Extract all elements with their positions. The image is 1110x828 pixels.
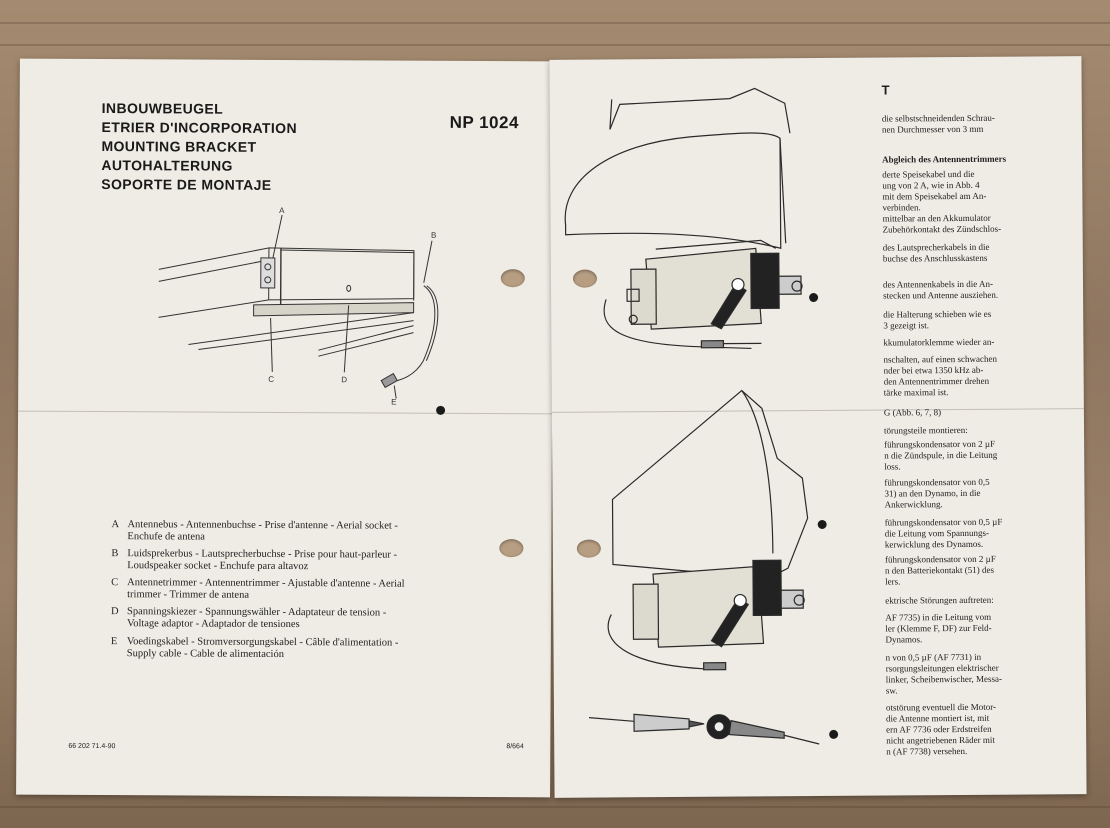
text-line: ektrische Störungen auftreten: [885, 594, 994, 606]
figure-3-installation [607, 389, 809, 671]
text-line: ung von 2 A, wie in Abb. 4 [882, 179, 980, 191]
legend-item-b: B Luidsprekerbus - Lautsprecherbuchse - … [111, 548, 398, 573]
text-line: nen Durchmesser von 3 mm [881, 123, 984, 135]
text-line: Ankerwicklung. [884, 499, 943, 510]
text-line: führungskondensator von 0,5 [884, 476, 990, 488]
legend-item-c: C Antennetrimmer - Antennentrimmer - Aju… [111, 577, 405, 601]
text-line: linker, Scheibenwischer, Messa- [885, 673, 1003, 685]
callout-e: E [391, 397, 397, 407]
text-line: des Lautsprecherkabels in die [882, 241, 990, 253]
text-line: führungskondensator von 0,5 µF [884, 516, 1003, 528]
text-line: stecken und Antenne ausziehen. [883, 289, 999, 301]
legend-item-d: D Spanningskiezer - Spannungswähler - Ad… [111, 606, 387, 631]
text-line: 31) an den Dynamo, in die [884, 487, 981, 499]
callout-c: C [268, 374, 275, 384]
text-line: törungsteile montieren: [883, 424, 968, 436]
text-line: die Halterung schieben wie es [883, 308, 992, 320]
text-line: derte Speisekabel und die [882, 168, 975, 180]
text-line: sw. [885, 685, 898, 696]
text-line: die selbstschneidenden Schrau- [881, 112, 995, 124]
left-page: INBOUWBEUGEL ETRIER D'INCORPORATION MOUN… [16, 58, 554, 798]
right-text-column: die selbstschneidenden Schrau-nen Durchm… [881, 56, 1086, 757]
text-line: n (AF 7738) versehen. [886, 745, 968, 757]
text-line: den Antennentrimmer drehen [883, 375, 990, 387]
text-line: führungskondensator von 2 µF [884, 553, 996, 565]
punch-hole [499, 539, 524, 558]
text-line: lers. [885, 576, 901, 587]
text-line: ern AF 7736 oder Erdstreifen [886, 723, 992, 735]
figure-number-4 [829, 729, 839, 739]
text-line: buchse des Anschlusskastens [882, 252, 988, 264]
text-line: tärke maximal ist. [883, 387, 949, 398]
figure-number-2 [809, 292, 819, 303]
text-line: 3 gezeigt ist. [883, 320, 930, 331]
text-line: die Leitung vom Spannungs- [884, 527, 990, 539]
figure-4-connectors [588, 713, 820, 745]
text-line: mit dem Speisekabel am An- [882, 190, 987, 202]
callout-a: A [279, 205, 285, 215]
text-line: kkumulatorklemme wieder an- [883, 336, 995, 348]
text-line: des Antennenkabels in die An- [882, 278, 994, 290]
callout-d: D [341, 375, 348, 385]
text-line: verbinden. [882, 202, 921, 213]
footer-code: 66 202 71.4-90 [68, 742, 116, 751]
text-line: mittelbar an den Akkumulator [882, 212, 991, 224]
text-line: Zubehörkontakt des Zündschlos- [882, 223, 1002, 235]
text-line: kerwicklung des Dynamos. [884, 538, 984, 550]
text-line: führungskondensator von 2 µF [884, 438, 996, 450]
text-line: ler (Klemme F, DF) zur Feld- [885, 622, 992, 634]
text-line: die Antenne montiert ist, mit [886, 712, 990, 724]
text-line: AF 7735) in die Leitung vom [885, 611, 992, 623]
text-line: otstörung eventuell die Motor- [885, 701, 997, 713]
footer-page: 8/664 [506, 743, 524, 751]
text-line: G (Abb. 6, 7, 8) [883, 407, 942, 418]
figure-number-1 [436, 405, 446, 415]
callout-b: B [430, 230, 437, 240]
text-line: nschalten, auf einen schwachen [883, 353, 998, 365]
text-line: rsorgungsleitungen elektrischer [885, 662, 999, 674]
legend-item-a: A Antennebus - Antennenbuchse - Prise d'… [111, 519, 398, 543]
text-line: Dynamos. [885, 634, 923, 645]
mounting-bracket-figure [158, 214, 439, 399]
text-line: n von 0,5 µF (AF 7731) in [885, 651, 982, 663]
text-line: Abgleich des Antennentrimmers [882, 153, 1007, 165]
punch-hole [500, 269, 525, 288]
text-line: loss. [884, 461, 901, 472]
text-line: n die Zündspule, in die Leitung [884, 449, 998, 461]
legend-item-e: E Voedingskabel - Stromversorgungskabel … [110, 636, 399, 660]
text-line: nicht angetriebenen Räder mit [886, 734, 995, 746]
figure-number-3 [817, 519, 827, 530]
right-page: T die selbstschneidenden Schrau-nen Durc… [549, 56, 1087, 798]
text-line: nder bei etwa 1350 kHz ab- [883, 364, 984, 376]
text-line: n den Batteriekontakt (51) des [884, 564, 995, 576]
figure-2-installation [564, 87, 803, 350]
